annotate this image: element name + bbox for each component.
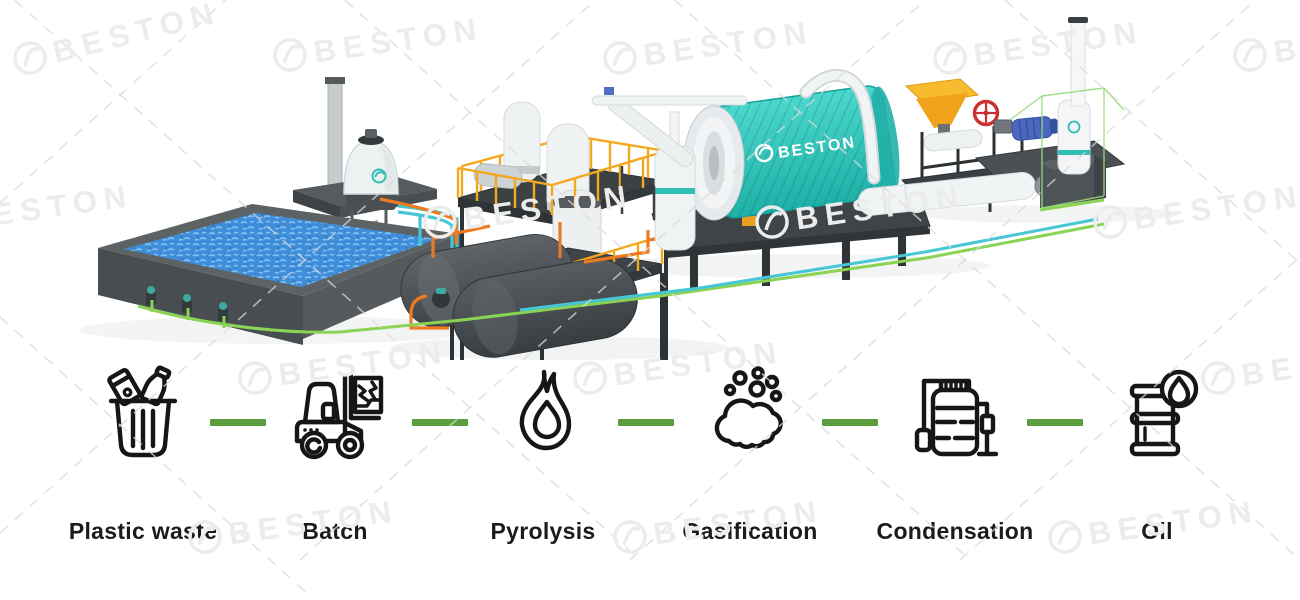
step-label: Oil — [1141, 518, 1173, 544]
step-label: Gasification — [682, 518, 818, 544]
condenser-icon — [903, 364, 1007, 468]
trash-bin-icon — [91, 364, 195, 468]
step-oil: Oil — [1062, 364, 1252, 545]
step-batch: Batch — [240, 364, 430, 545]
flame-icon — [491, 364, 595, 468]
step-pyrolysis: Pyrolysis — [448, 364, 638, 545]
oil-barrel-icon — [1105, 364, 1209, 468]
step-plastic-waste: Plastic waste — [48, 364, 238, 545]
step-label: Pyrolysis — [490, 518, 596, 544]
step-label: Batch — [302, 518, 368, 544]
step-label: Plastic waste — [68, 518, 218, 544]
forklift-icon — [283, 364, 387, 468]
gas-cloud-icon — [698, 364, 802, 468]
step-gasification: Gasification — [655, 364, 845, 545]
step-condensation: Condensation — [860, 364, 1050, 545]
step-label: Condensation — [876, 518, 1034, 544]
